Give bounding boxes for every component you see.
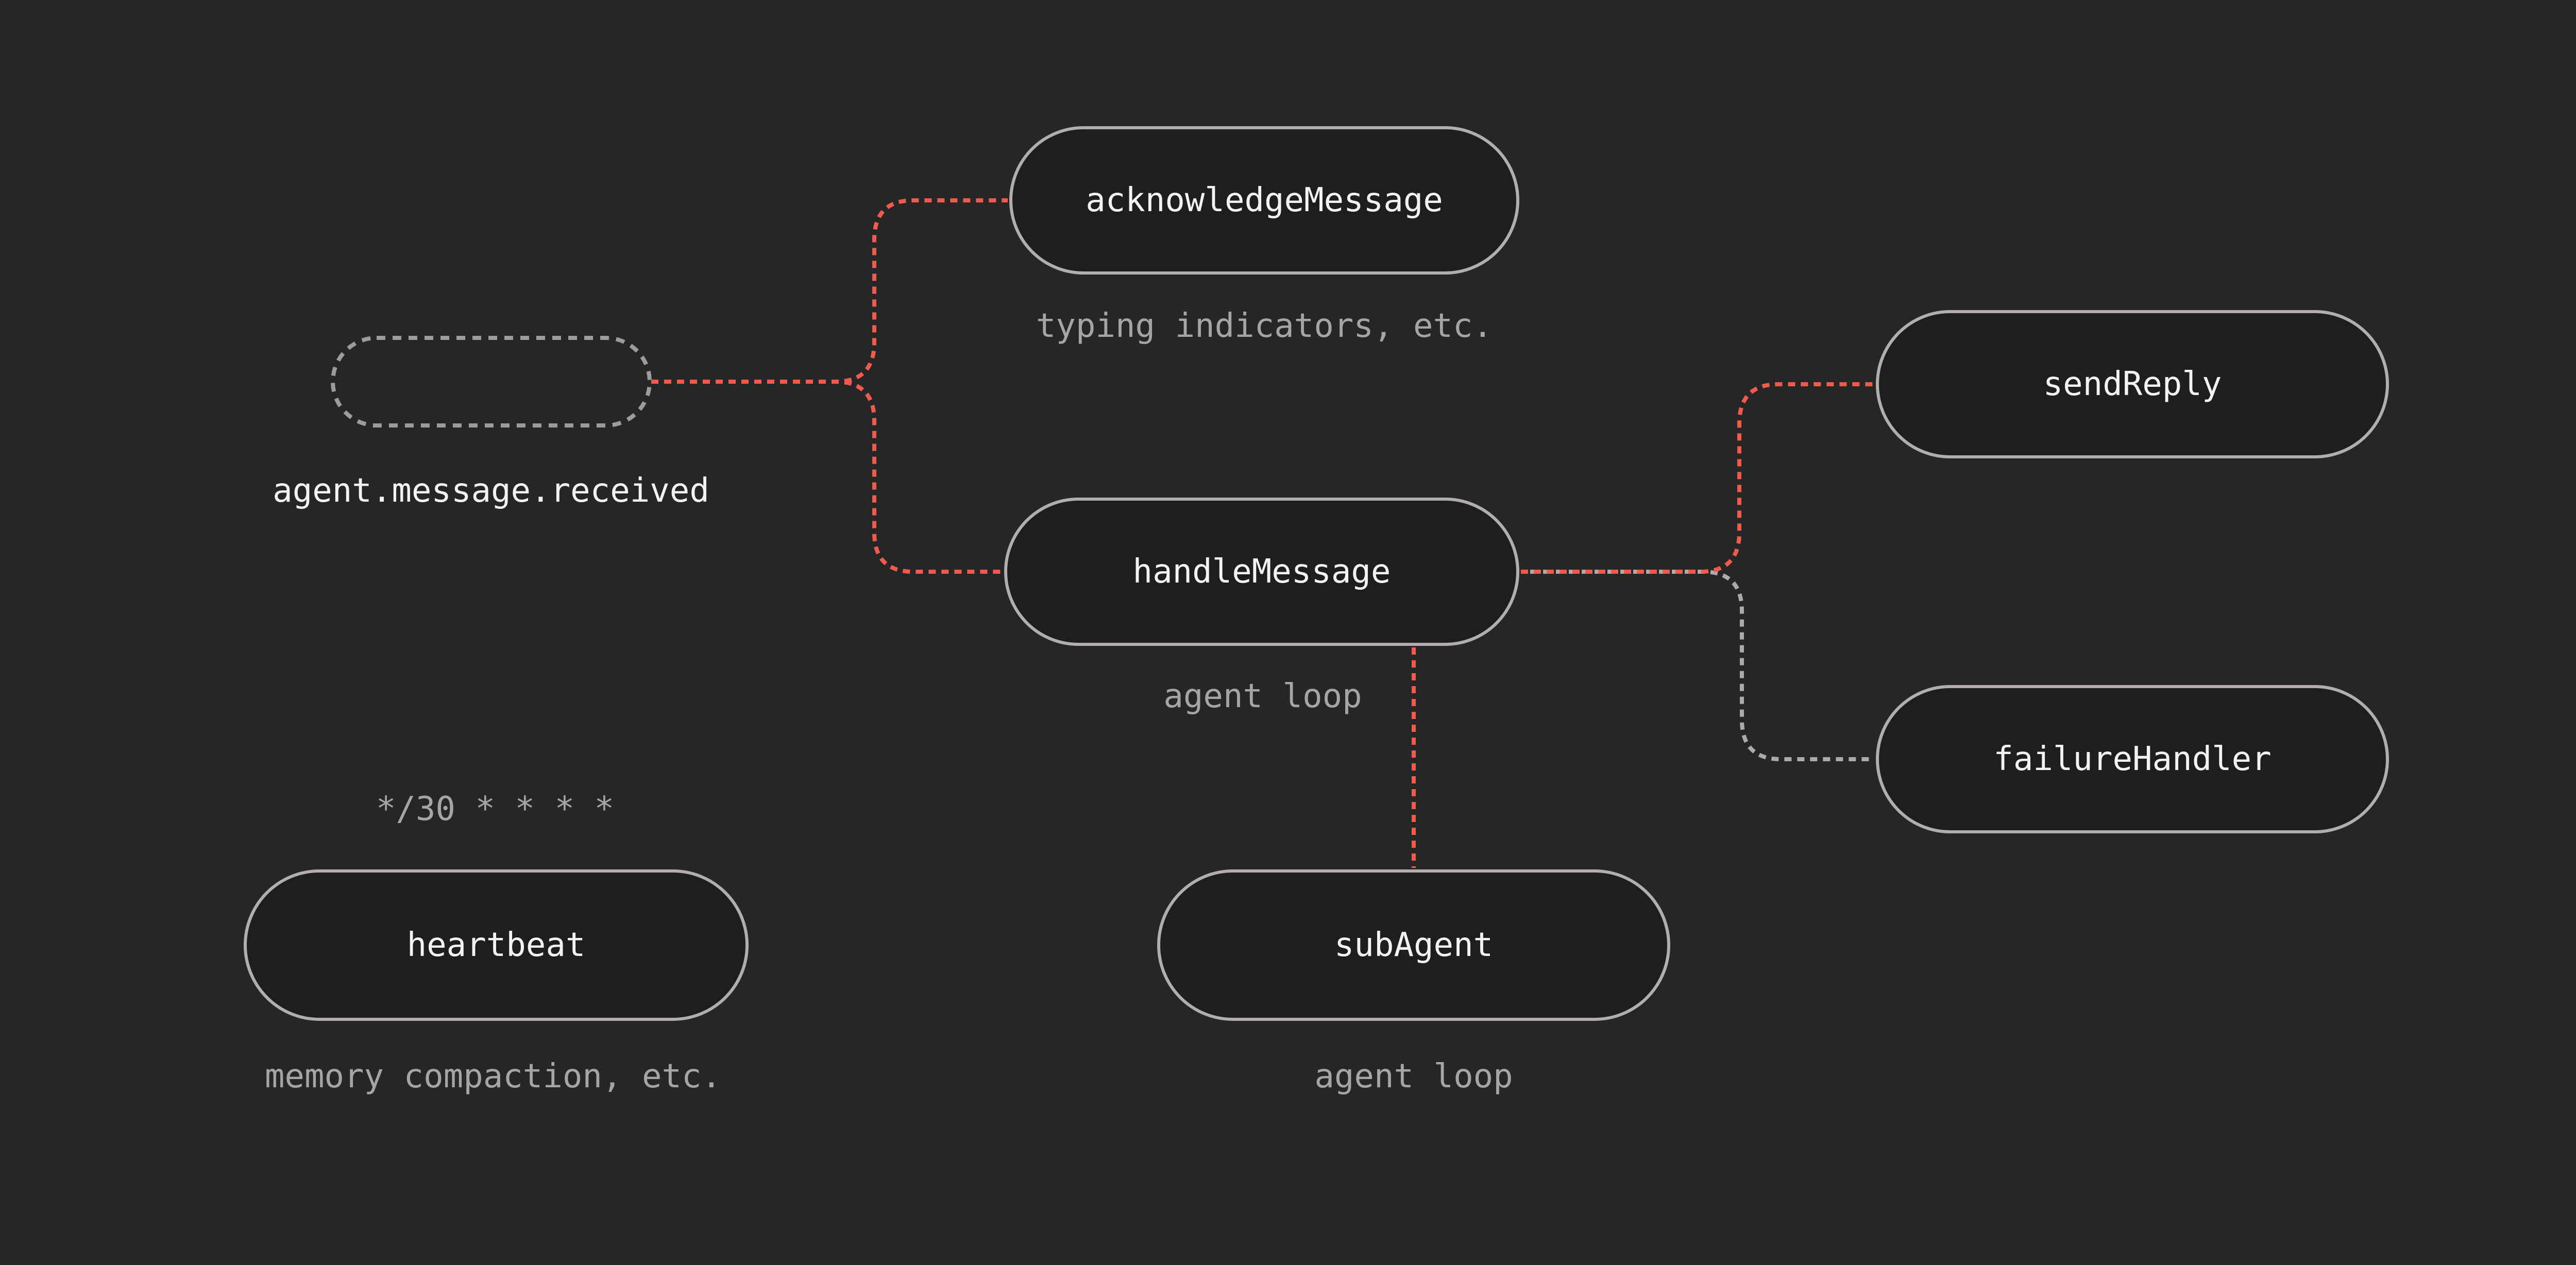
node-sub-agent: subAgent [1157, 869, 1670, 1021]
node-sub-agent-label: subAgent [1334, 926, 1494, 964]
node-acknowledge-message-label: acknowledgeMessage [1086, 181, 1443, 219]
edge-handle-message-to-failure-handler [1521, 570, 1874, 761]
caption-handle-message-agent-loop: agent loop [1163, 677, 1362, 715]
node-heartbeat: heartbeat [244, 869, 749, 1021]
node-heartbeat-label: heartbeat [406, 926, 586, 964]
trigger-event-label: agent.message.received [273, 472, 709, 510]
caption-sub-agent-agent-loop: agent loop [1314, 1057, 1513, 1096]
trigger-node-outline [331, 336, 652, 428]
node-acknowledge-message: acknowledgeMessage [1009, 126, 1519, 275]
caption-memory-compaction: memory compaction, etc. [264, 1057, 722, 1096]
node-failure-handler-label: failureHandler [1993, 740, 2272, 778]
node-handle-message-label: handleMessage [1132, 553, 1391, 591]
edge-trigger-to-acknowledge-message [651, 198, 1008, 384]
node-send-reply-label: sendReply [2043, 365, 2222, 403]
edge-handle-message-to-send-reply [1521, 382, 1874, 574]
node-handle-message: handleMessage [1004, 498, 1519, 646]
heartbeat-cron-schedule: */30 * * * * [376, 790, 615, 828]
edge-trigger-to-handle-message [651, 380, 1003, 574]
caption-typing-indicators: typing indicators, etc. [1036, 307, 1493, 345]
node-send-reply: sendReply [1876, 310, 2389, 458]
node-failure-handler: failureHandler [1876, 685, 2389, 833]
